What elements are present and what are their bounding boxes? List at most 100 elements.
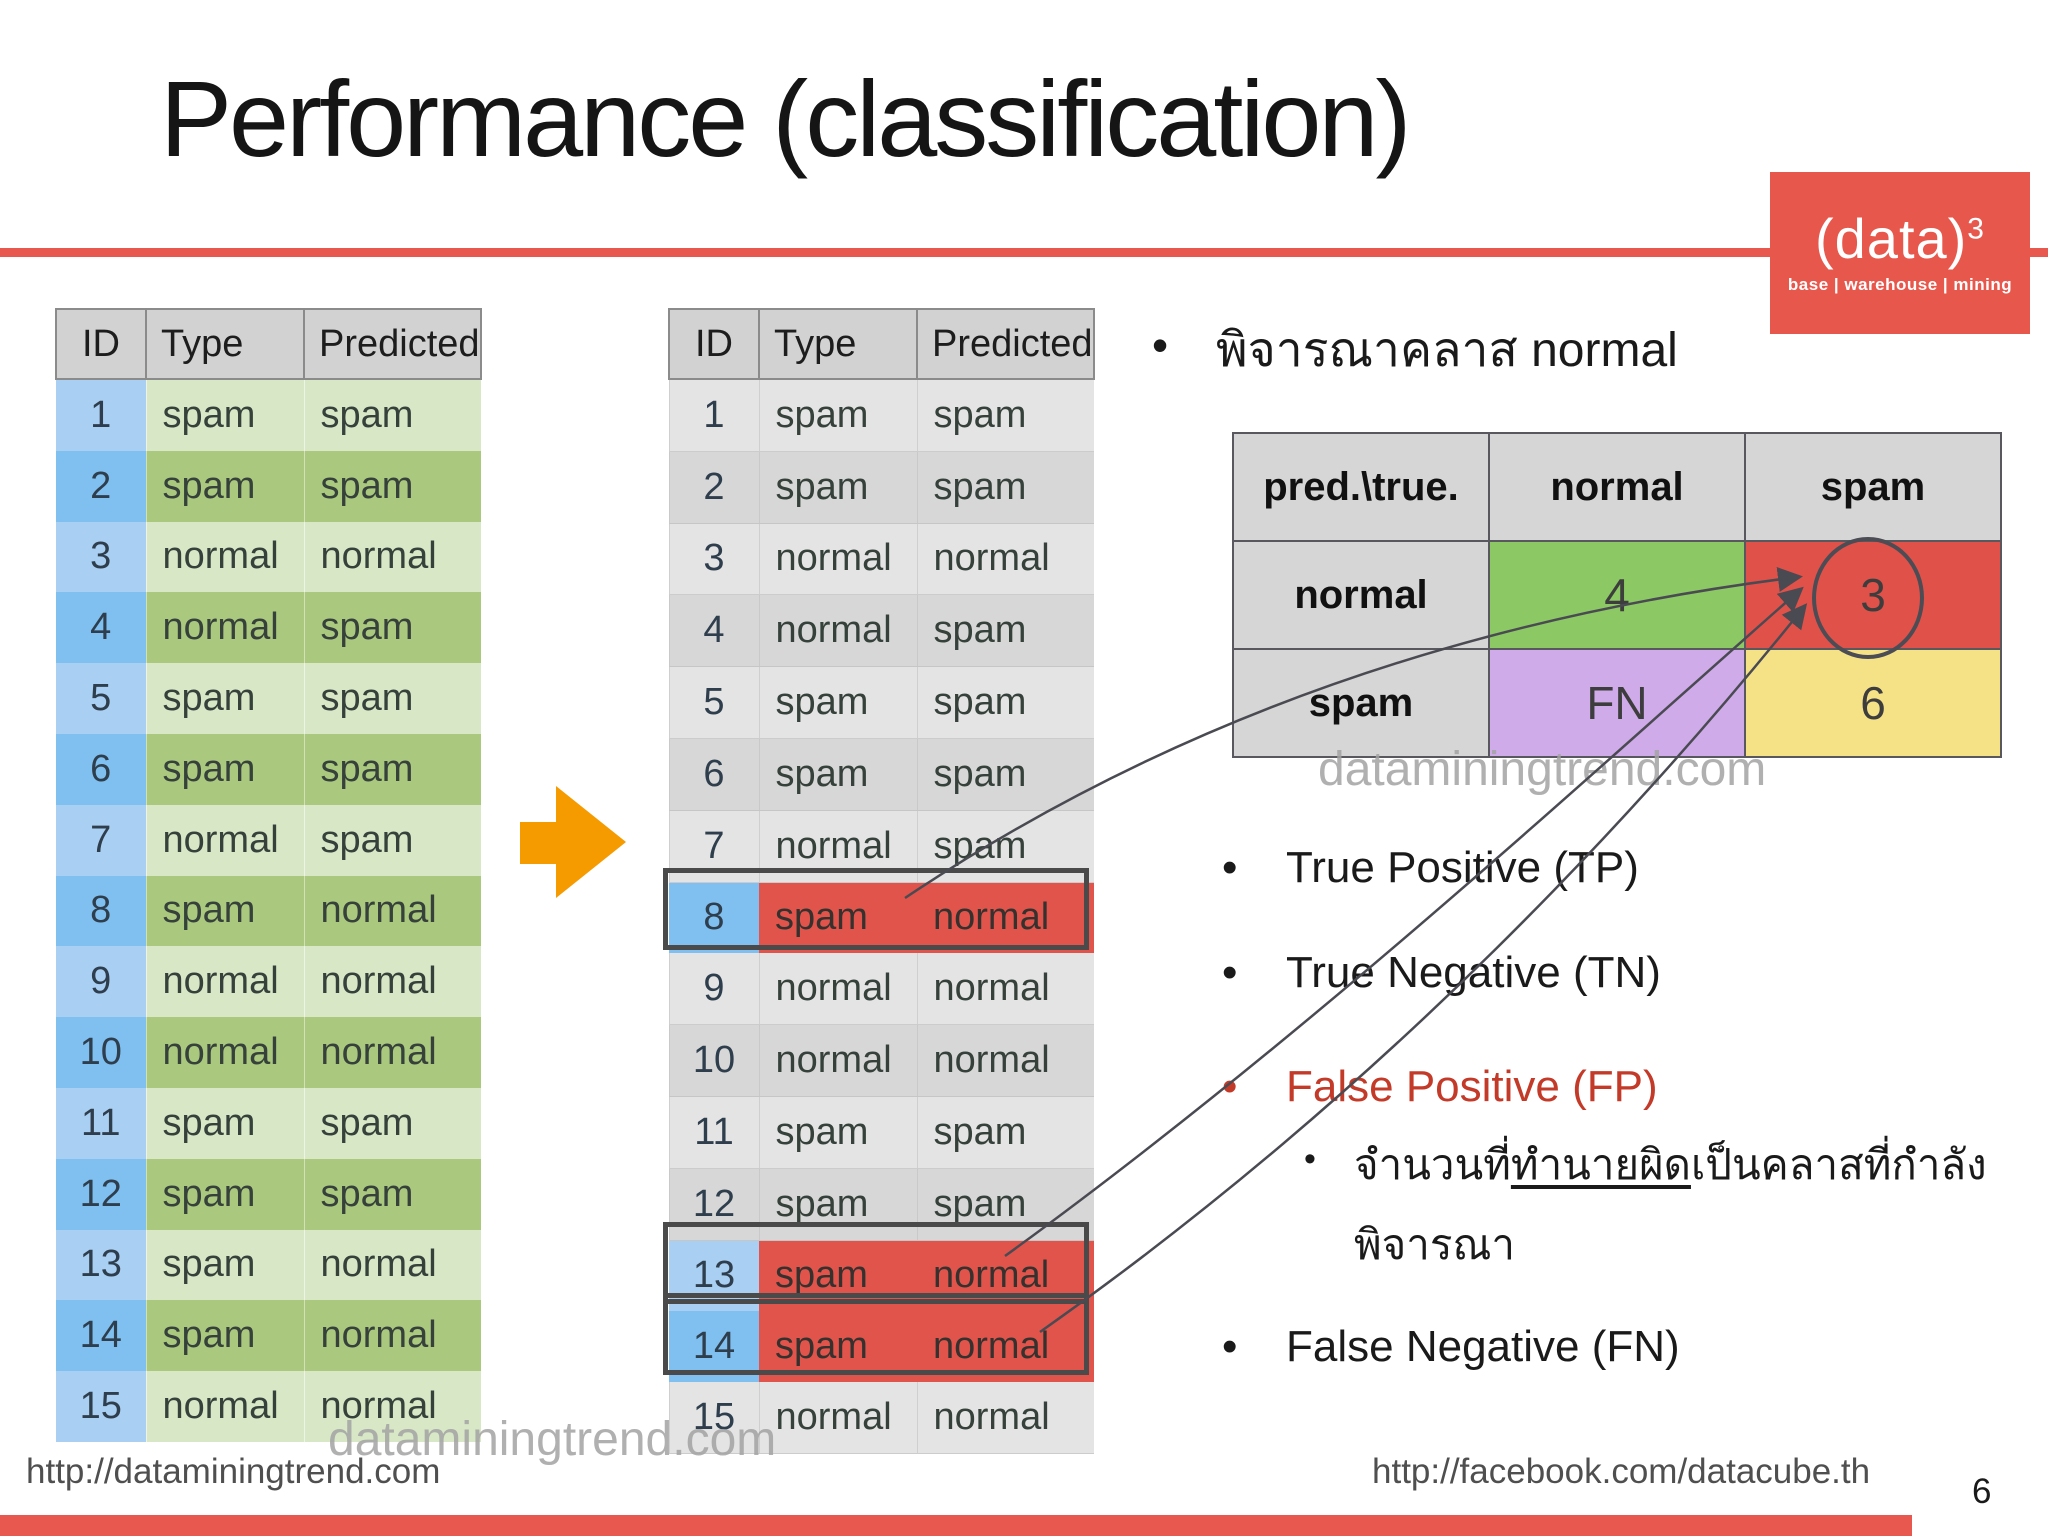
table-cell: normal bbox=[145, 1017, 304, 1088]
table-cell: 5 bbox=[668, 666, 759, 739]
matrix-corner-header: pred.\true. bbox=[1232, 432, 1490, 542]
table-cell: 3 bbox=[668, 523, 759, 596]
table-cell: spam bbox=[145, 1229, 304, 1301]
table-cell: normal bbox=[758, 1382, 917, 1454]
table-cell: normal bbox=[758, 594, 917, 668]
table-cell: 14 bbox=[56, 1300, 146, 1372]
bullet-true-negative: True Negative (TN) bbox=[1286, 948, 1661, 997]
table-cell: spam bbox=[916, 738, 1094, 811]
table-cell: normal bbox=[758, 810, 917, 883]
table-cell: normal bbox=[303, 946, 481, 1018]
table-cell: 5 bbox=[56, 663, 146, 734]
column-header: ID bbox=[668, 308, 760, 380]
table-cell: 15 bbox=[56, 1371, 146, 1442]
matrix-cell: FN bbox=[1488, 648, 1746, 758]
table-cell: 8 bbox=[669, 882, 759, 954]
table-cell: normal bbox=[145, 946, 304, 1018]
table-cell: normal bbox=[145, 521, 304, 593]
table-cell: spam bbox=[758, 666, 917, 739]
table-cell: normal bbox=[303, 1229, 481, 1301]
table-cell: spam bbox=[145, 379, 304, 451]
table-cell: spam bbox=[916, 1168, 1094, 1241]
table-cell: 7 bbox=[668, 810, 759, 883]
table-cell: 13 bbox=[56, 1229, 146, 1301]
table-cell: spam bbox=[759, 1240, 917, 1312]
table-cell: spam bbox=[758, 738, 917, 811]
table-cell: spam bbox=[758, 379, 917, 452]
matrix-cell: 4 bbox=[1488, 540, 1746, 650]
table-cell: 6 bbox=[56, 733, 146, 805]
table-cell: spam bbox=[303, 804, 481, 876]
table-cell: normal bbox=[145, 592, 304, 664]
table-cell: normal bbox=[758, 523, 917, 596]
bullet-true-positive: True Positive (TP) bbox=[1286, 843, 1639, 892]
underlined-thai-phrase: ทำนายผิด bbox=[1510, 1141, 1691, 1188]
table-cell: spam bbox=[145, 1300, 304, 1372]
bullet-false-negative: False Negative (FN) bbox=[1286, 1322, 1680, 1371]
bullet-false-positive: False Positive (FP) bbox=[1286, 1062, 1658, 1111]
transform-arrow-icon bbox=[520, 786, 626, 898]
bullet-icon: • bbox=[1152, 319, 1169, 371]
table-cell: spam bbox=[145, 875, 304, 947]
watermark: dataminingtrend.com bbox=[1318, 743, 1767, 796]
page-number: 6 bbox=[1972, 1472, 1992, 1511]
table-cell: 2 bbox=[668, 451, 759, 524]
table-cell: 11 bbox=[668, 1096, 759, 1169]
table-cell: normal bbox=[303, 521, 481, 593]
matrix-row-header: normal bbox=[1232, 540, 1490, 650]
table-cell: spam bbox=[916, 379, 1094, 452]
table-cell: normal bbox=[916, 953, 1094, 1026]
table-cell: normal bbox=[303, 875, 481, 947]
table-cell: 7 bbox=[56, 804, 146, 876]
table-cell: 4 bbox=[56, 592, 146, 664]
matrix-cell: 6 bbox=[1744, 648, 2002, 758]
table-cell: spam bbox=[303, 663, 481, 734]
logo-wordmark: (data)3 bbox=[1815, 207, 1985, 270]
table-cell: spam bbox=[758, 451, 917, 524]
table-cell: normal bbox=[145, 1371, 304, 1442]
table-cell: normal bbox=[917, 882, 1094, 954]
title-underline bbox=[0, 248, 2048, 257]
table-cell: spam bbox=[916, 594, 1094, 668]
column-header: Predicted bbox=[303, 308, 482, 380]
table-cell: normal bbox=[758, 1024, 917, 1097]
bullet-icon: • bbox=[1222, 1062, 1238, 1111]
table-cell: 10 bbox=[668, 1024, 759, 1097]
table-cell: 9 bbox=[56, 946, 146, 1018]
table-cell: spam bbox=[758, 1096, 917, 1169]
bullet-icon: • bbox=[1222, 1322, 1238, 1371]
table-cell: 2 bbox=[56, 450, 146, 522]
fp-thai-description-line2: พิจารณา bbox=[1354, 1221, 1515, 1268]
table-cell: normal bbox=[917, 1311, 1094, 1383]
table-cell: spam bbox=[303, 379, 481, 451]
fp-thai-description-line1: จำนวนที่ทำนายผิดเป็นคลาสที่กำลัง bbox=[1354, 1141, 1987, 1188]
table-cell: normal bbox=[303, 1300, 481, 1372]
table-cell: normal bbox=[916, 523, 1094, 596]
table-cell: spam bbox=[145, 663, 304, 734]
data3-logo: (data)3 base | warehouse | mining bbox=[1770, 172, 2030, 334]
table-cell: 15 bbox=[668, 1382, 759, 1454]
table-cell: spam bbox=[145, 733, 304, 805]
table-cell: 14 bbox=[669, 1311, 759, 1383]
consider-class-heading: พิจารณาคลาส normal bbox=[1216, 324, 1678, 377]
table-cell: 12 bbox=[56, 1158, 146, 1230]
table-cell: spam bbox=[916, 666, 1094, 739]
table-cell: 1 bbox=[668, 379, 759, 452]
table-cell: 9 bbox=[668, 953, 759, 1026]
